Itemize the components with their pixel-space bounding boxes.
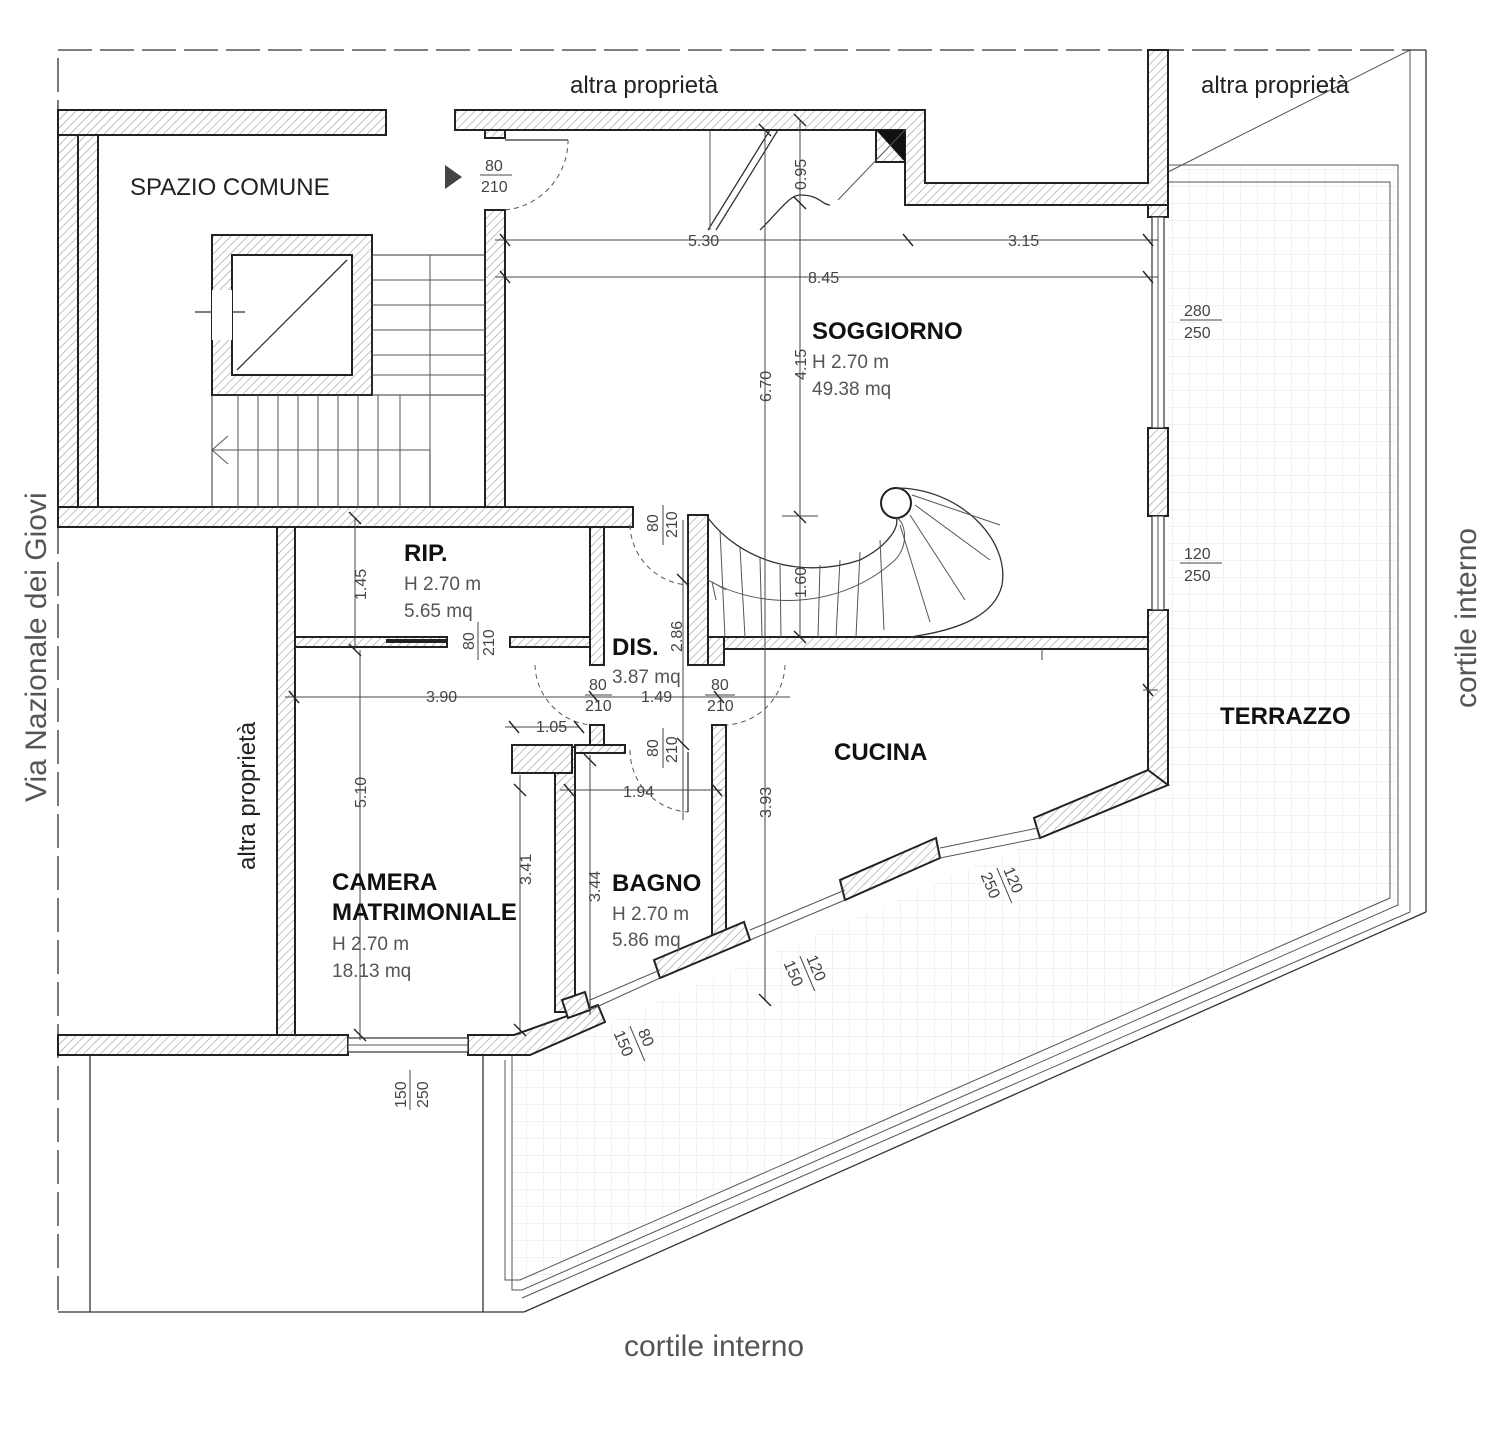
opening-height: 210: [585, 698, 612, 715]
dim-label: 6.70: [758, 371, 775, 402]
room-bath-area: 5.86 mq: [612, 930, 681, 951]
dim-label: 3.44: [587, 871, 604, 902]
dim-label: 1.45: [353, 569, 370, 600]
dim-label: 1.94: [623, 784, 654, 801]
dim-label: 3.90: [426, 689, 457, 706]
room-bedroom-name-line1: CAMERA: [332, 869, 437, 896]
walls: [57, 49, 1171, 1056]
room-hall-name: DIS.: [612, 634, 659, 661]
opening-width: 280: [1184, 303, 1211, 320]
opening-height: 210: [481, 179, 508, 196]
street-label: Via Nazionale dei Giovi: [20, 492, 53, 802]
room-storage-area: 5.65 mq: [404, 601, 473, 622]
opening-width: 80: [711, 677, 729, 694]
opening-height: 250: [1184, 325, 1211, 342]
dimension-lines: [285, 113, 1158, 1042]
room-bedroom-height: H 2.70 m: [332, 934, 409, 955]
room-bedroom-area: 18.13 mq: [332, 961, 411, 982]
room-storage-height: H 2.70 m: [404, 574, 481, 595]
dim-label: 4.15: [793, 349, 810, 380]
room-storage-name: RIP.: [404, 540, 448, 567]
dim-label: 3.15: [1008, 233, 1039, 250]
room-bath-name: BAGNO: [612, 870, 701, 897]
room-bedroom-name-line2: MATRIMONIALE: [332, 899, 517, 926]
dim-label: 1.49: [641, 689, 672, 706]
spiral-staircase: [707, 129, 1004, 638]
dim-label: 3.41: [518, 854, 535, 885]
windows: [347, 216, 1165, 1053]
top-left-property-label: altra proprietà: [570, 72, 719, 99]
courtyard-right-label: cortile interno: [1450, 528, 1483, 708]
dim-label: 8.45: [808, 270, 839, 287]
opening-width: 120: [1184, 546, 1211, 563]
room-terrace-name: TERRAZZO: [1220, 703, 1351, 730]
courtyard-bottom-label: cortile interno: [624, 1330, 804, 1363]
dim-label: 1.05: [536, 719, 567, 736]
room-living-area: 49.38 mq: [812, 379, 891, 400]
dim-label: 5.10: [353, 777, 370, 808]
opening-height: 210: [664, 736, 681, 763]
opening-height: 210: [664, 511, 681, 538]
common-staircase: [195, 234, 486, 508]
opening-height: 250: [415, 1081, 432, 1108]
opening-fraction-bars: [409, 174, 1222, 1110]
room-common-name: SPAZIO COMUNE: [130, 174, 330, 201]
opening-width: 80: [485, 158, 503, 175]
dim-label: 2.86: [669, 621, 686, 652]
room-kitchen-name: CUCINA: [834, 739, 927, 766]
opening-width: 80: [645, 514, 662, 532]
opening-width: 80: [634, 1026, 657, 1049]
opening-height: 210: [707, 698, 734, 715]
left-property-label: altra proprietà: [234, 721, 261, 870]
property-boundary: [57, 49, 1427, 1313]
opening-width: 150: [393, 1081, 410, 1108]
top-right-property-label: altra proprietà: [1201, 72, 1350, 99]
dim-label: 3.93: [758, 787, 775, 818]
dim-label: 1.60: [793, 567, 810, 598]
dim-label: 5.30: [688, 233, 719, 250]
room-bath-height: H 2.70 m: [612, 904, 689, 925]
opening-width: 80: [645, 739, 662, 757]
opening-height: 210: [481, 629, 498, 656]
opening-height: 250: [1184, 568, 1211, 585]
doors: [386, 139, 786, 813]
opening-width: 80: [589, 677, 607, 694]
room-living-name: SOGGIORNO: [812, 318, 963, 345]
room-hall-area: 3.87 mq: [612, 667, 681, 688]
opening-width: 80: [461, 632, 478, 650]
dim-label: 0.95: [793, 159, 810, 190]
room-living-height: H 2.70 m: [812, 352, 889, 373]
